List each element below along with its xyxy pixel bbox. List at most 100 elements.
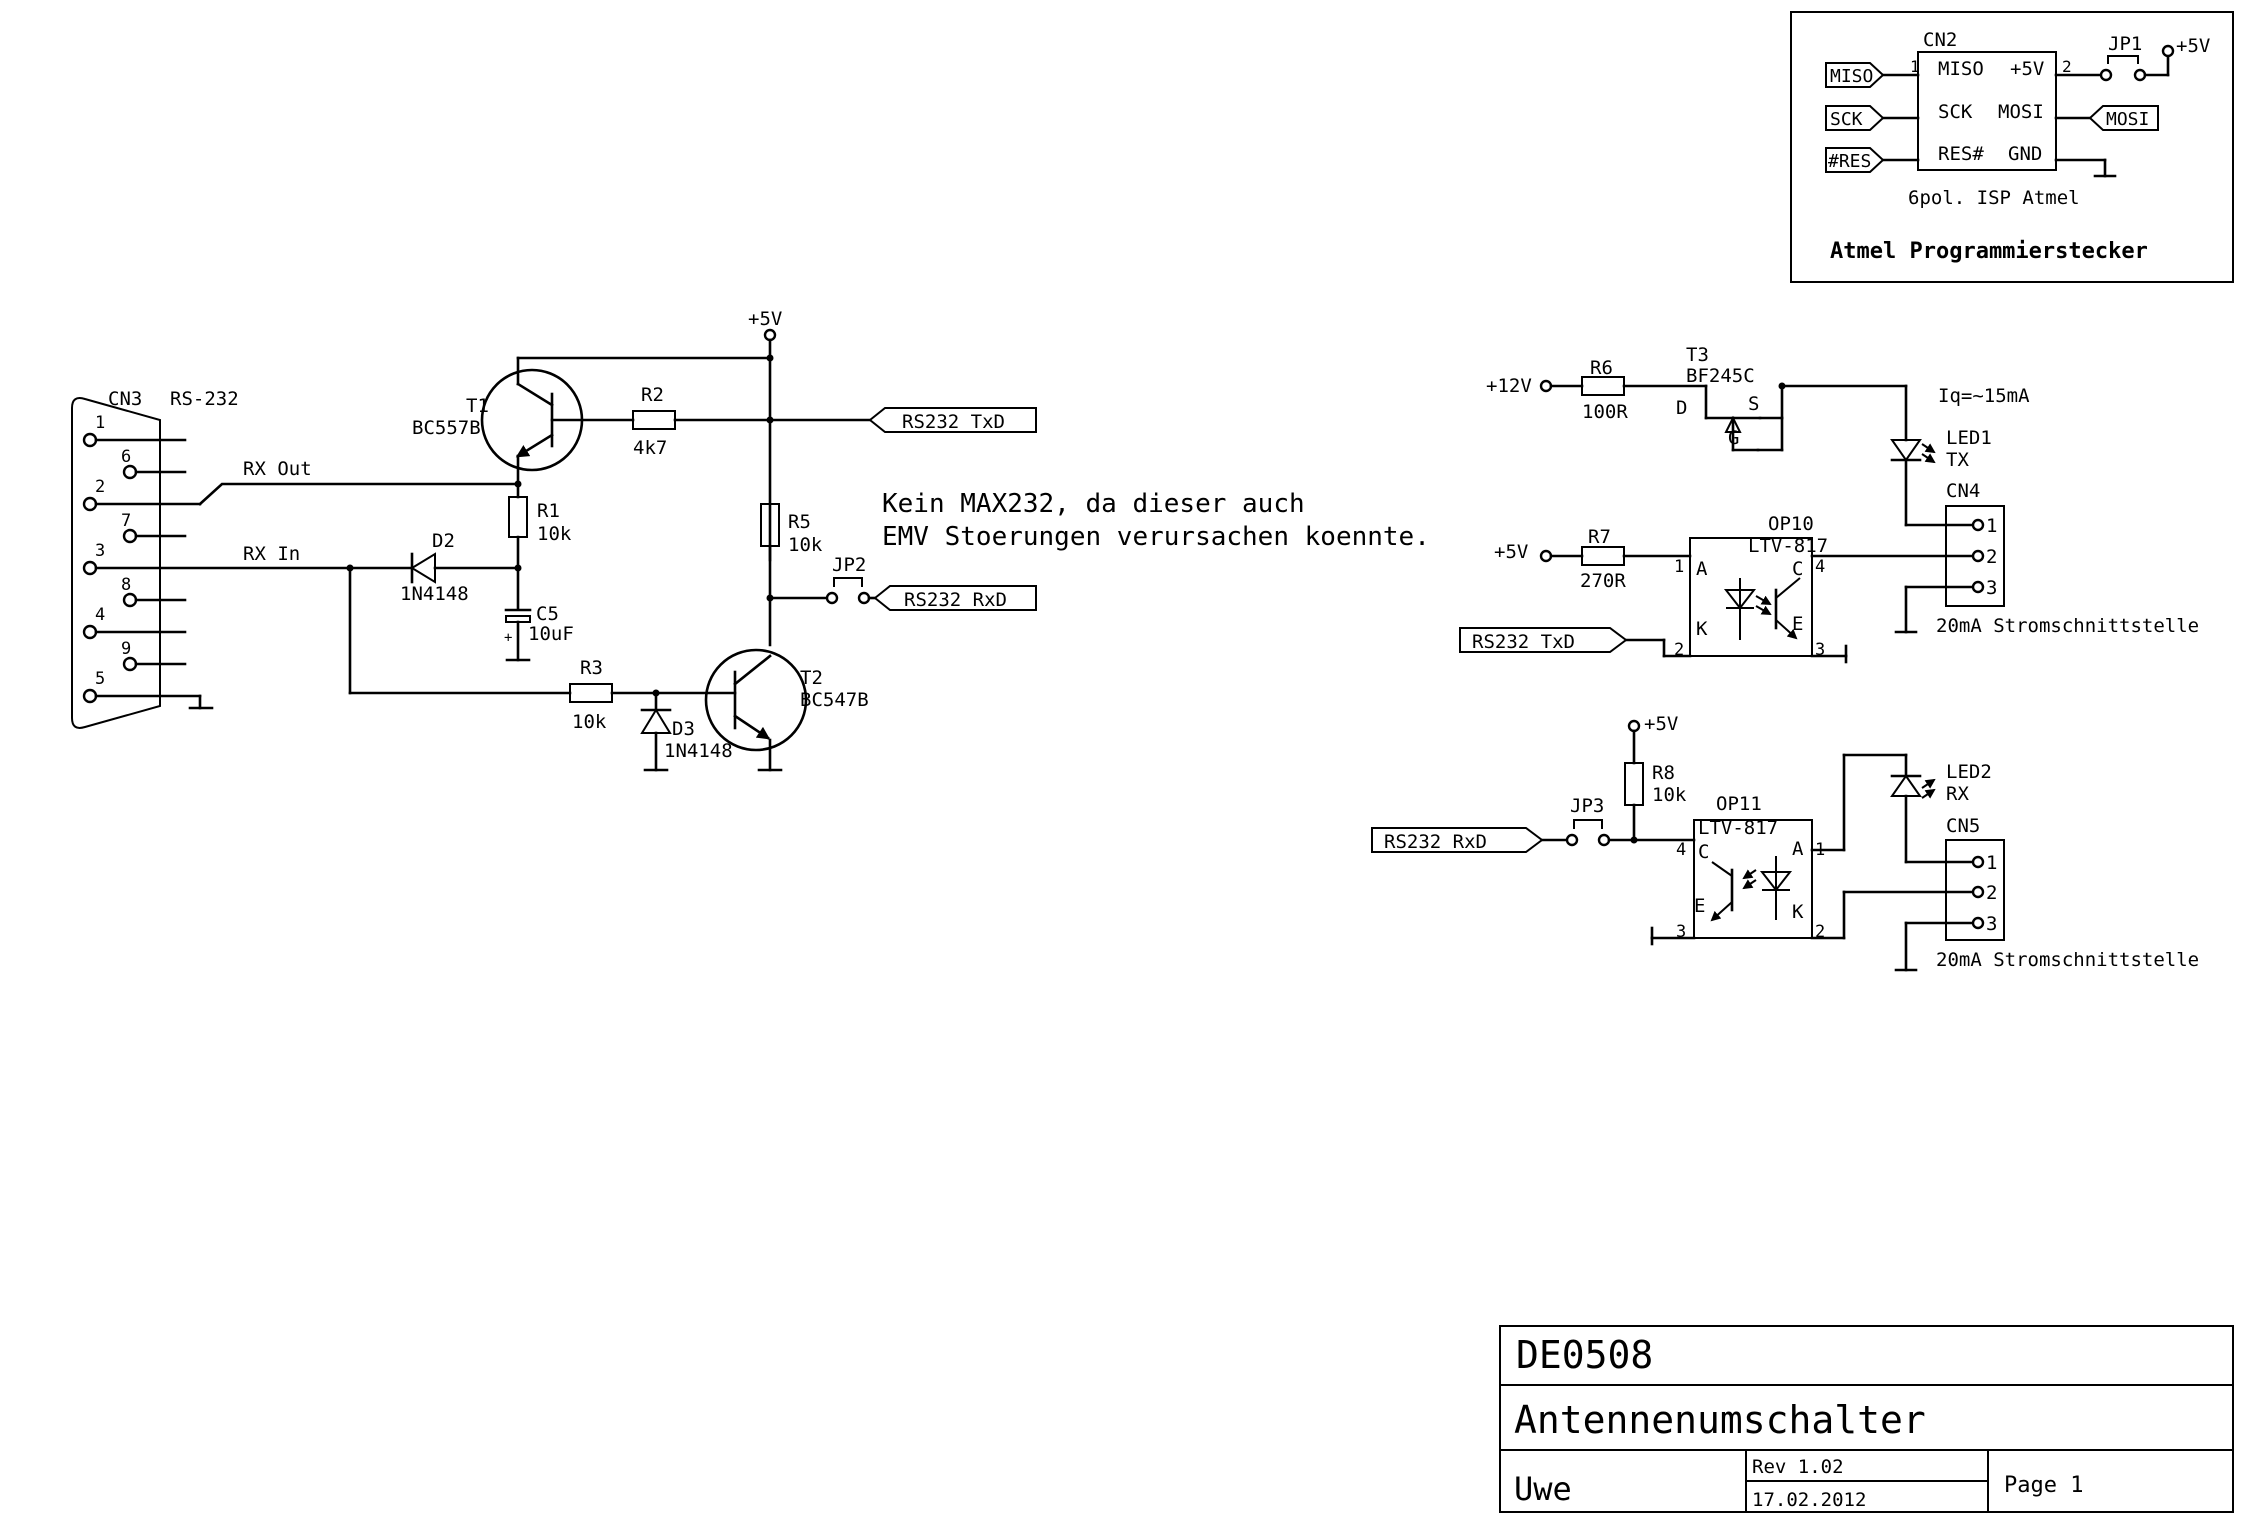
isp-pin-mosi: MOSI [1998,101,2044,123]
r7-name: R7 [1588,526,1611,548]
title-block-id: DE0508 [1516,1333,1653,1377]
r8-name: R8 [1652,762,1675,784]
op11-pin2: 2 [1815,922,1825,942]
db9-pin-9: 9 [121,639,131,659]
t1-name: T1 [466,395,489,417]
isp-subtitle: 6pol. ISP Atmel [1908,187,2080,209]
rs232-connector-label: CN3 [108,388,142,410]
note-line-1: Kein MAX232, da dieser auch [882,489,1305,519]
resistor-r2 [632,410,676,430]
r6-value: 100R [1582,401,1628,423]
isp-port-mosi [2088,105,2159,131]
op11-pin3: 3 [1676,922,1686,942]
jp3-label: JP3 [1570,795,1604,817]
isp-pin-res: RES# [1938,143,1984,165]
db9-pin-8: 8 [121,575,131,595]
op10-name: OP10 [1768,513,1814,535]
isp-port-miso-label: MISO [1830,66,1873,87]
isp-pin-5v: +5V [2010,58,2044,80]
led-led1 [1890,439,1922,462]
db9-pin-3: 3 [95,541,105,561]
op11-port-label: RS232 RxD [1384,831,1487,853]
isp-title: Atmel Programmierstecker [1830,239,2148,264]
rs232-type-label: RS-232 [170,388,239,410]
op11-c: C [1698,841,1709,863]
isp-port-res-label: #RES [1828,151,1871,172]
isp-port-res [1825,147,1885,173]
t3-name: T3 [1686,344,1709,366]
cn4-name: CN4 [1946,480,1980,502]
iq-label: Iq=~15mA [1938,385,2030,407]
note-line-2: EMV Stoerungen verursachen koennte. [882,522,1430,552]
db9-pin-4: 4 [95,605,105,625]
c5-value: 10uF [528,623,574,645]
op11-part: LTV-817 [1698,817,1778,839]
c5-name: C5 [536,603,559,625]
db9-pin-1: 1 [95,413,105,433]
t3-g: G [1728,427,1739,449]
led-led2 [1890,774,1922,797]
op10-port-label: RS232 TxD [1472,631,1575,653]
r1-value: 10k [537,523,572,545]
isp-pin1-number: 1 [1910,57,1920,76]
t2-name: T2 [800,667,823,689]
op11-pin4: 4 [1676,840,1686,860]
cn4-pin-3: 3 [1986,577,1997,599]
op10-pin4: 4 [1815,557,1825,577]
r7-value: 270R [1580,570,1626,592]
led1-name: LED1 [1946,427,1992,449]
cn5-pin-3: 3 [1986,913,1997,935]
op10-part: LTV-817 [1748,535,1828,557]
connector-cn5 [1945,839,2005,941]
op10-c: C [1792,558,1803,580]
r2-value: 4k7 [633,437,667,459]
r3-value: 10k [572,711,607,733]
tx-supply5-label: +5V [1494,541,1528,563]
isp-connector-label: CN2 [1923,29,1957,51]
interface-supply-label: +5V [748,308,782,330]
tx-supply12-label: +12V [1486,375,1532,397]
rx-in-label: RX In [243,543,300,565]
op10-pin2: 2 [1674,640,1684,660]
op11-k: K [1792,901,1804,923]
title-block: DE0508 Antennenumschalter Uwe Rev 1.02 1… [1499,1325,2234,1513]
d2-name: D2 [432,530,455,552]
r8-value: 10k [1652,784,1687,806]
rx-supply5-label: +5V [1644,713,1678,735]
d3-part: 1N4148 [664,740,733,762]
db9-pin-2: 2 [95,477,105,497]
d3-name: D3 [672,718,695,740]
resistor-r3 [569,683,613,703]
rs232-connector: CN3 RS-232 1 6 2 7 3 8 4 9 5 [71,388,352,729]
rx-current-loop: +5V R8 10k RS232 RxD JP3 OP11 LTV-817 4 … [1371,713,2199,972]
resistor-r8 [1624,762,1644,806]
optocoupler-op11 [1693,819,1813,939]
op10-e: E [1792,613,1803,635]
c5-polarity: + [504,630,512,646]
isp-jumper-label: JP1 [2108,33,2142,55]
port-txd-label: RS232 TxD [902,411,1005,433]
r5-name: R5 [788,511,811,533]
tx-current-loop: +12V R6 100R T3 BF245C D S G Iq=~15mA LE… [1459,344,2199,664]
op11-e: E [1694,895,1705,917]
op10-pin1: 1 [1674,557,1684,577]
cn4-pin-2: 2 [1986,546,1997,568]
r6-name: R6 [1590,357,1613,379]
port-rxd-label: RS232 RxD [904,589,1007,611]
isp-pin-gnd: GND [2008,143,2042,165]
isp-pin-sck: SCK [1938,101,1973,123]
cn5-pin-1: 1 [1986,852,1997,874]
db9-pin-5: 5 [95,669,105,689]
port-rs232-rxd [873,585,1037,611]
design-note: Kein MAX232, da dieser auch EMV Stoerung… [882,489,1430,552]
r5-value: 10k [788,534,823,556]
op11-name: OP11 [1716,793,1762,815]
isp-supply-label: +5V [2176,35,2210,57]
t3-d: D [1676,397,1687,419]
cn4-label: 20mA Stromschnittstelle [1936,615,2199,637]
transistor-t2 [704,648,808,752]
jp2-label: JP2 [832,554,866,576]
isp-pin-miso: MISO [1938,58,1984,80]
isp-connector-block: CN2 1 2 MISO SCK RES# +5V MOSI GND MISO … [1790,11,2234,283]
